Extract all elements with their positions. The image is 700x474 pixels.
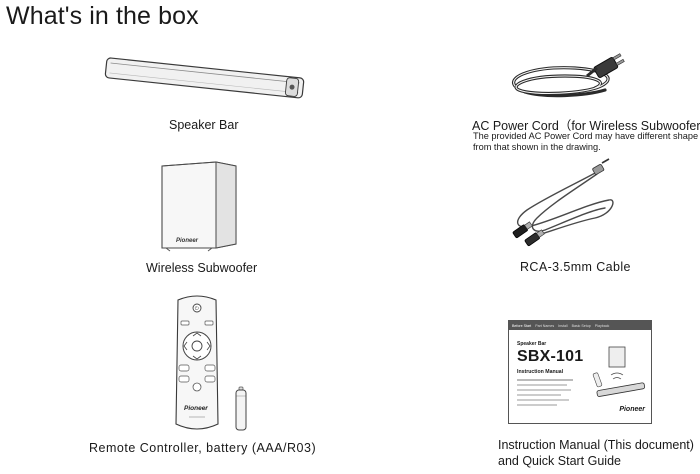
ac-power-cord-note-line2: from that shown in the drawing. [473,142,601,152]
ac-power-cord-image [512,53,625,98]
manual-subtitle: Speaker Bar [517,341,547,347]
rca-cable-image [512,158,614,247]
subwoofer-brand-logo: Pioneer [176,238,199,244]
power-button-icon [192,303,202,313]
instruction-manual-image: Before Start Part Names Install Basic Se… [508,320,652,424]
ac-power-cord-note-line1: The provided AC Power Cord may have diff… [473,131,699,141]
wireless-subwoofer-image: Pioneer [161,161,237,252]
manual-model: SBX-101 [517,348,584,365]
manual-tab: Playback [594,323,610,328]
wireless-subwoofer-caption: Wireless Subwoofer [146,261,258,275]
manual-tab-bar: Before Start Part Names Install Basic Se… [509,321,651,330]
jack-3-5mm-icon [592,158,610,175]
remote-controller-image: ⏻ Pioneer [175,295,219,430]
rca-plug-red-icon [512,221,533,239]
instruction-manual-caption: Instruction Manual (This document) and Q… [498,437,694,469]
manual-tab: Basic Setup [571,323,591,328]
manual-tab: Before Start [512,323,532,328]
manual-cover-illustration [592,346,646,397]
speaker-bar-caption: Speaker Bar [169,118,239,132]
remote-controller-caption: Remote Controller, battery (AAA/R03) [89,441,317,455]
manual-brand-logo: Pioneer [619,406,645,413]
page-title: What's in the box [6,2,199,30]
instruction-manual-caption-line2: and Quick Start Guide [498,454,621,468]
ac-power-cord-note: The provided AC Power Cord may have diff… [473,131,698,153]
manual-tab: Part Names [535,323,555,328]
instruction-manual-caption-line1: Instruction Manual (This document) [498,438,694,452]
remote-brand-logo: Pioneer [184,405,208,412]
rca-plug-white-icon [524,229,545,247]
rca-cable-caption: RCA-3.5mm Cable [520,260,631,274]
ac-power-cord-caption: AC Power Cord（for Wireless Subwoofer） [472,119,700,133]
manual-tab: Install [558,323,568,328]
manual-doc-type: Instruction Manual [517,369,564,375]
svg-text:⏻: ⏻ [195,306,199,312]
battery-image [235,386,247,431]
speaker-bar-image [104,57,305,99]
